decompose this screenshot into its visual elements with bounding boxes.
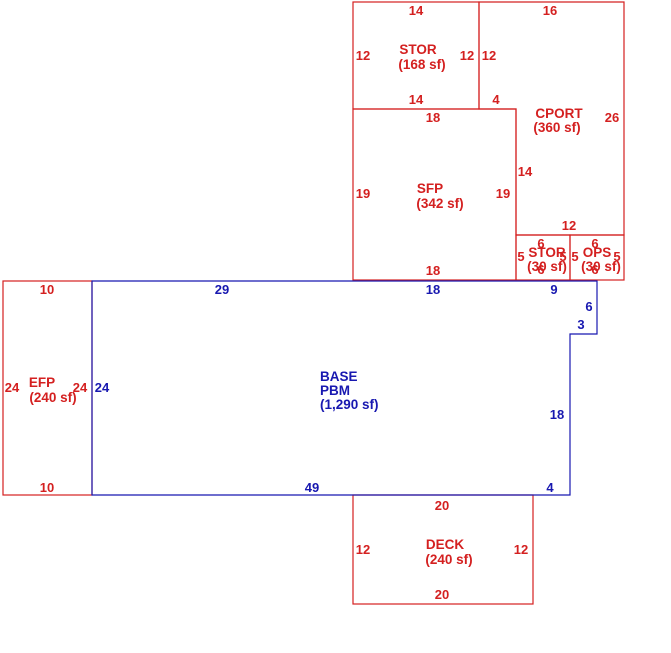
sfp-dim-top: 18	[426, 110, 440, 125]
deck-area: (240 sf)	[425, 552, 472, 567]
base-dim-step-in: 3	[577, 317, 584, 332]
stor-top-area: (168 sf)	[398, 57, 445, 72]
stor-small-dim-top: 6	[537, 236, 544, 251]
base-dim-bottom-right: 4	[546, 480, 554, 495]
efp-area: (240 sf)	[29, 390, 76, 405]
base-dim-left: 24	[95, 380, 110, 395]
cport-dim-bottom: 12	[562, 218, 576, 233]
stor-small-dim-left: 5	[517, 249, 524, 264]
stor-top-name: STOR	[399, 42, 437, 57]
sfp-area: (342 sf)	[416, 196, 463, 211]
ops-name: OPS	[583, 245, 612, 260]
deck-dim-bottom: 20	[435, 587, 449, 602]
stor-top-dim-left: 12	[356, 48, 370, 63]
stor-top-dim-top: 14	[409, 3, 424, 18]
base-code: BASE	[320, 369, 358, 384]
cport-dim-notch: 4	[492, 92, 500, 107]
ops-dim-left: 5	[571, 249, 578, 264]
base-type: PBM	[320, 383, 350, 398]
stor-small-dim-right: 5	[559, 249, 566, 264]
deck-dim-right: 12	[514, 542, 528, 557]
efp-dim-bottom: 10	[40, 480, 54, 495]
ops-area: (30 sf)	[581, 259, 621, 274]
ops-dim-top: 6	[591, 236, 598, 251]
sfp-name: SFP	[417, 181, 443, 196]
base-outline	[91, 280, 598, 496]
efp-name: EFP	[29, 375, 55, 390]
sfp-outline	[352, 108, 517, 281]
stor-small-dim-bottom: 6	[537, 262, 544, 277]
cport-dim-right: 26	[605, 110, 619, 125]
base-dim-top-b: 18	[426, 282, 440, 297]
efp-dim-left: 24	[5, 380, 20, 395]
base-dim-step-right: 6	[585, 299, 592, 314]
base-dim-top-a: 29	[215, 282, 229, 297]
cport-name: CPORT	[535, 106, 583, 121]
base-area: (1,290 sf)	[320, 397, 379, 412]
stor-small-area: (30 sf)	[527, 259, 567, 274]
stor-top-dim-bottom: 14	[409, 92, 424, 107]
base-dim-right: 18	[550, 407, 564, 422]
cport-dim-lower-left: 14	[518, 164, 533, 179]
stor-small-name: STOR	[528, 245, 566, 260]
cport-dim-top: 16	[543, 3, 557, 18]
deck-name: DECK	[426, 537, 465, 552]
sfp-dim-bottom: 18	[426, 263, 440, 278]
deck-dim-left: 12	[356, 542, 370, 557]
ops-dim-bottom: 6	[591, 262, 598, 277]
efp-dim-right: 24	[73, 380, 88, 395]
sfp-dim-right: 19	[496, 186, 510, 201]
base-dim-bottom: 49	[305, 480, 319, 495]
ops-dim-right: 5	[613, 249, 620, 264]
stor-top-dim-right: 12	[460, 48, 474, 63]
deck-dim-top: 20	[435, 498, 449, 513]
efp-dim-top: 10	[40, 282, 54, 297]
cport-area: (360 sf)	[533, 120, 580, 135]
ops-outline	[569, 234, 625, 281]
base-dim-top-c: 9	[550, 282, 557, 297]
cport-dim-left: 12	[482, 48, 496, 63]
sfp-dim-left: 19	[356, 186, 370, 201]
